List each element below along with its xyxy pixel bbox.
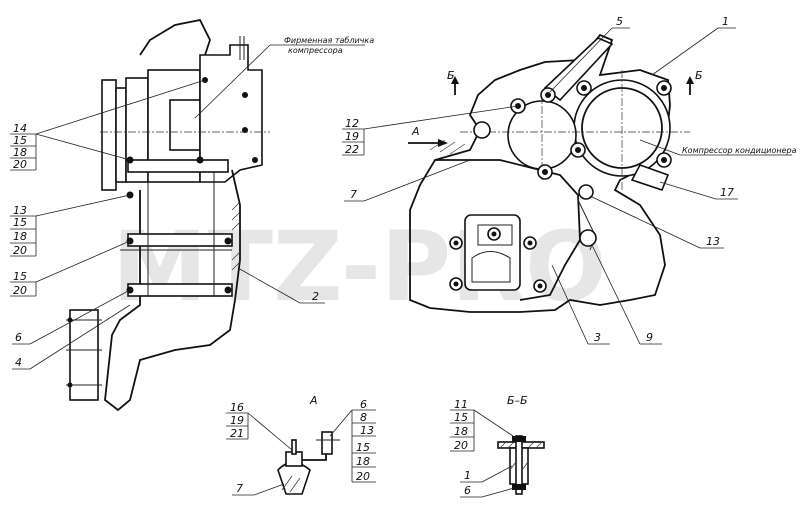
bracket-top [139, 18, 211, 56]
callout-label: 6 [15, 331, 22, 344]
mount-pad [464, 214, 521, 291]
detail-a-title: А [309, 394, 318, 407]
section-label: Б [695, 69, 703, 82]
callout-label: 20 [13, 244, 27, 257]
callout-group-12: 12 19 22 [342, 105, 519, 156]
pulley-hub [115, 87, 127, 183]
callout-label: 13 [13, 204, 27, 217]
callout-4-left: 4 [12, 304, 131, 370]
bracket-arm-middle [127, 233, 233, 247]
callout-label: 16 [230, 401, 244, 414]
callout-label: 13 [706, 235, 720, 248]
callout-label: 5 [616, 15, 623, 28]
pulley-rim [101, 79, 117, 191]
callout-3: 3 [551, 264, 610, 345]
bracket-plate [104, 169, 241, 412]
callout-label: 22 [345, 143, 359, 156]
watermark: MTZ-PRO [112, 211, 607, 323]
callout-label: 20 [13, 158, 27, 171]
callout-label: 1 [464, 469, 471, 482]
compressor-note: Компрессор кондиционера [639, 139, 797, 156]
callout-label: 2 [312, 290, 319, 303]
callout-label: 15 [454, 411, 468, 424]
section-label: Б [447, 69, 455, 82]
callout-17: 17 [659, 181, 738, 200]
callout-6-left: 6 [12, 289, 131, 345]
callout-label: 15 [13, 134, 27, 147]
callout-label: 20 [13, 284, 27, 297]
view-arrow-a: А [408, 125, 448, 147]
compressor-head [199, 44, 263, 183]
callout-1: 1 [651, 15, 736, 76]
nameplate-label-line2: компрессора [288, 46, 343, 55]
callout-label: 6 [464, 484, 471, 497]
callout-label: 15 [13, 270, 27, 283]
callout-label: 12 [345, 117, 359, 130]
compressor-label: Компрессор кондиционера [682, 146, 797, 155]
front-view [409, 33, 690, 313]
callout-13-right: 13 [589, 195, 724, 249]
lower-arm [630, 164, 670, 191]
callout-label: 18 [13, 146, 27, 159]
detail-a: А 16 19 21 6 8 13 15 18 20 [226, 394, 376, 496]
callout-label: 18 [454, 425, 468, 438]
section-marker-right: Б [686, 69, 703, 95]
bracket-arm-lower [127, 283, 233, 297]
callout-label: 19 [345, 130, 359, 143]
callout-label: 9 [646, 331, 653, 344]
callout-label: 8 [360, 411, 367, 424]
callout-2-left: 2 [237, 267, 325, 304]
front-bolts [449, 80, 672, 293]
callout-label: 15 [13, 216, 27, 229]
section-marker-left: Б [447, 69, 459, 95]
callout-label: 20 [454, 439, 468, 452]
callout-9: 9 [591, 244, 662, 345]
callout-label: 4 [15, 356, 22, 369]
tensioner-block [69, 309, 99, 401]
callout-label: 20 [356, 470, 370, 483]
callout-label: 11 [454, 398, 468, 411]
callout-label: 18 [356, 455, 370, 468]
callout-label: 19 [230, 414, 244, 427]
nameplate-label-line1: Фирменная табличка [284, 36, 374, 45]
callout-label: 13 [360, 424, 374, 437]
callout-label: 7 [350, 188, 357, 201]
callout-group-13: 13 15 18 20 [10, 194, 131, 257]
nameplate-note: Фирменная табличка компрессора [194, 36, 374, 119]
side-view [66, 18, 270, 412]
callout-label: 14 [13, 122, 27, 135]
view-arrow-label: А [411, 125, 420, 138]
callout-group-14: 14 15 18 20 [10, 79, 206, 171]
callout-5: 5 [549, 15, 630, 93]
nameplate-box [169, 99, 201, 151]
bracket-hatching [231, 201, 241, 271]
callout-label: 17 [720, 186, 734, 199]
detail-a-bolt [321, 431, 333, 455]
callout-label: 18 [13, 230, 27, 243]
detail-bb: Б–Б 11 15 18 20 1 6 [450, 394, 545, 498]
detail-bb-title: Б–Б [507, 394, 528, 407]
callout-label: 3 [594, 331, 601, 344]
callout-label: 21 [230, 427, 244, 440]
callout-label: 7 [236, 482, 243, 495]
bracket-arm-upper [127, 159, 229, 173]
callout-label: 15 [356, 441, 370, 454]
inner-bracket [435, 159, 581, 301]
callout-7-right: 7 [344, 159, 471, 202]
callout-label: 6 [360, 398, 367, 411]
callout-group-15: 15 20 [10, 240, 131, 297]
callout-label: 1 [722, 15, 729, 28]
